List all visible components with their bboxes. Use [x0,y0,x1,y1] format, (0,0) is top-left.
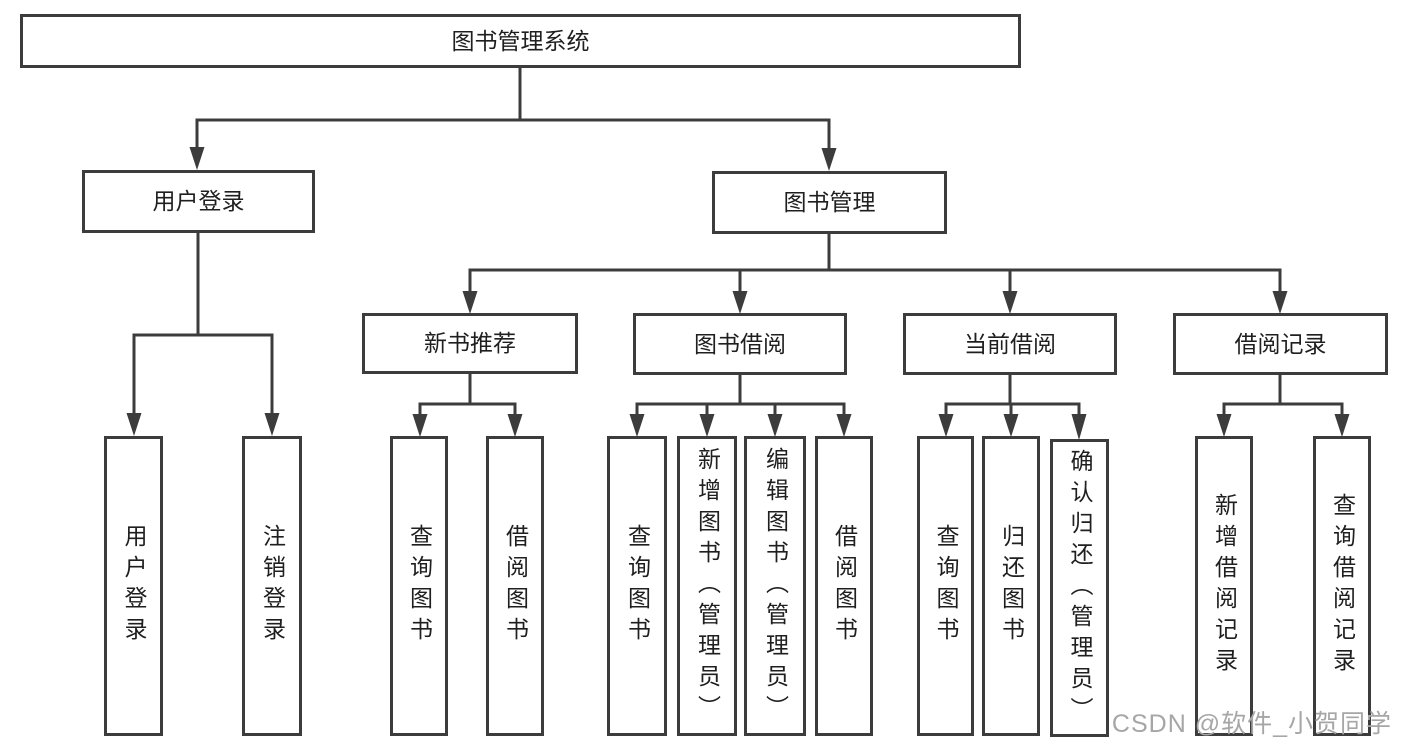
leaf-edit-book-admin-label: 编辑图书（管理员） [762,446,789,726]
node-user-login-label: 用户登录 [152,188,245,214]
leaf-confirm-return-admin: 确认归还（管理员） [1050,439,1109,737]
node-root: 图书管理系统 [20,14,1021,68]
node-new-book-recommend: 新书推荐 [362,313,578,374]
node-new-book-recommend-label: 新书推荐 [424,330,516,356]
connector-current-borrow-to-leaves [938,373,1087,440]
connector-root-to-branches [189,66,837,171]
leaf-return-book: 归还图书 [982,436,1040,736]
leaf-add-borrow-record: 新增借阅记录 [1195,436,1253,736]
leaf-query-borrow-record-label: 查询借阅记录 [1329,493,1356,679]
node-book-management-label: 图书管理 [783,189,876,215]
node-book-borrow: 图书借阅 [633,313,847,375]
node-user-login: 用户登录 [82,170,315,233]
connector-book-management-to-children [462,232,1288,314]
node-current-borrow: 当前借阅 [903,313,1117,375]
watermark: CSDN @软件_小贺同学 [1111,710,1392,738]
node-current-borrow-label: 当前借阅 [964,330,1056,357]
leaf-user-login-label: 用户登录 [121,524,147,648]
leaf-query-borrow-record: 查询借阅记录 [1313,436,1371,736]
leaf-borrow-book-2-label: 借阅图书 [831,524,858,648]
connector-book-borrow-to-leaves [629,373,852,437]
connector-new-book-to-leaves [412,371,523,437]
leaf-user-login: 用户登录 [104,436,163,736]
node-borrow-record: 借阅记录 [1173,313,1388,375]
leaf-logout-label: 注销登录 [259,524,286,648]
node-root-label: 图书管理系统 [451,27,590,54]
leaf-borrow-book-1: 借阅图书 [486,436,544,736]
leaf-borrow-book-1-label: 借阅图书 [502,524,529,648]
leaf-add-book-admin: 新增图书（管理员） [677,436,737,736]
leaf-query-book-1-label: 查询图书 [406,524,433,648]
leaf-borrow-book-2: 借阅图书 [815,436,873,736]
leaf-query-book-1: 查询图书 [390,436,448,736]
leaf-query-book-3: 查询图书 [917,436,974,736]
leaf-add-book-admin-label: 新增图书（管理员） [694,446,721,726]
leaf-logout: 注销登录 [242,436,302,736]
leaf-query-book-2-label: 查询图书 [624,524,651,648]
node-book-management: 图书管理 [712,171,947,234]
connector-user-login-to-leaves [126,231,280,436]
leaf-query-book-3-label: 查询图书 [933,524,959,648]
leaf-query-book-2: 查询图书 [607,436,667,736]
connector-borrow-record-to-leaves [1216,373,1350,437]
leaf-add-borrow-record-label: 新增借阅记录 [1211,493,1238,679]
leaf-confirm-return-admin-label: 确认归还（管理员） [1067,448,1093,728]
node-book-borrow-label: 图书借阅 [694,330,786,357]
node-borrow-record-label: 借阅记录 [1234,330,1327,357]
leaf-return-book-label: 归还图书 [998,524,1025,648]
leaf-edit-book-admin: 编辑图书（管理员） [744,436,806,736]
